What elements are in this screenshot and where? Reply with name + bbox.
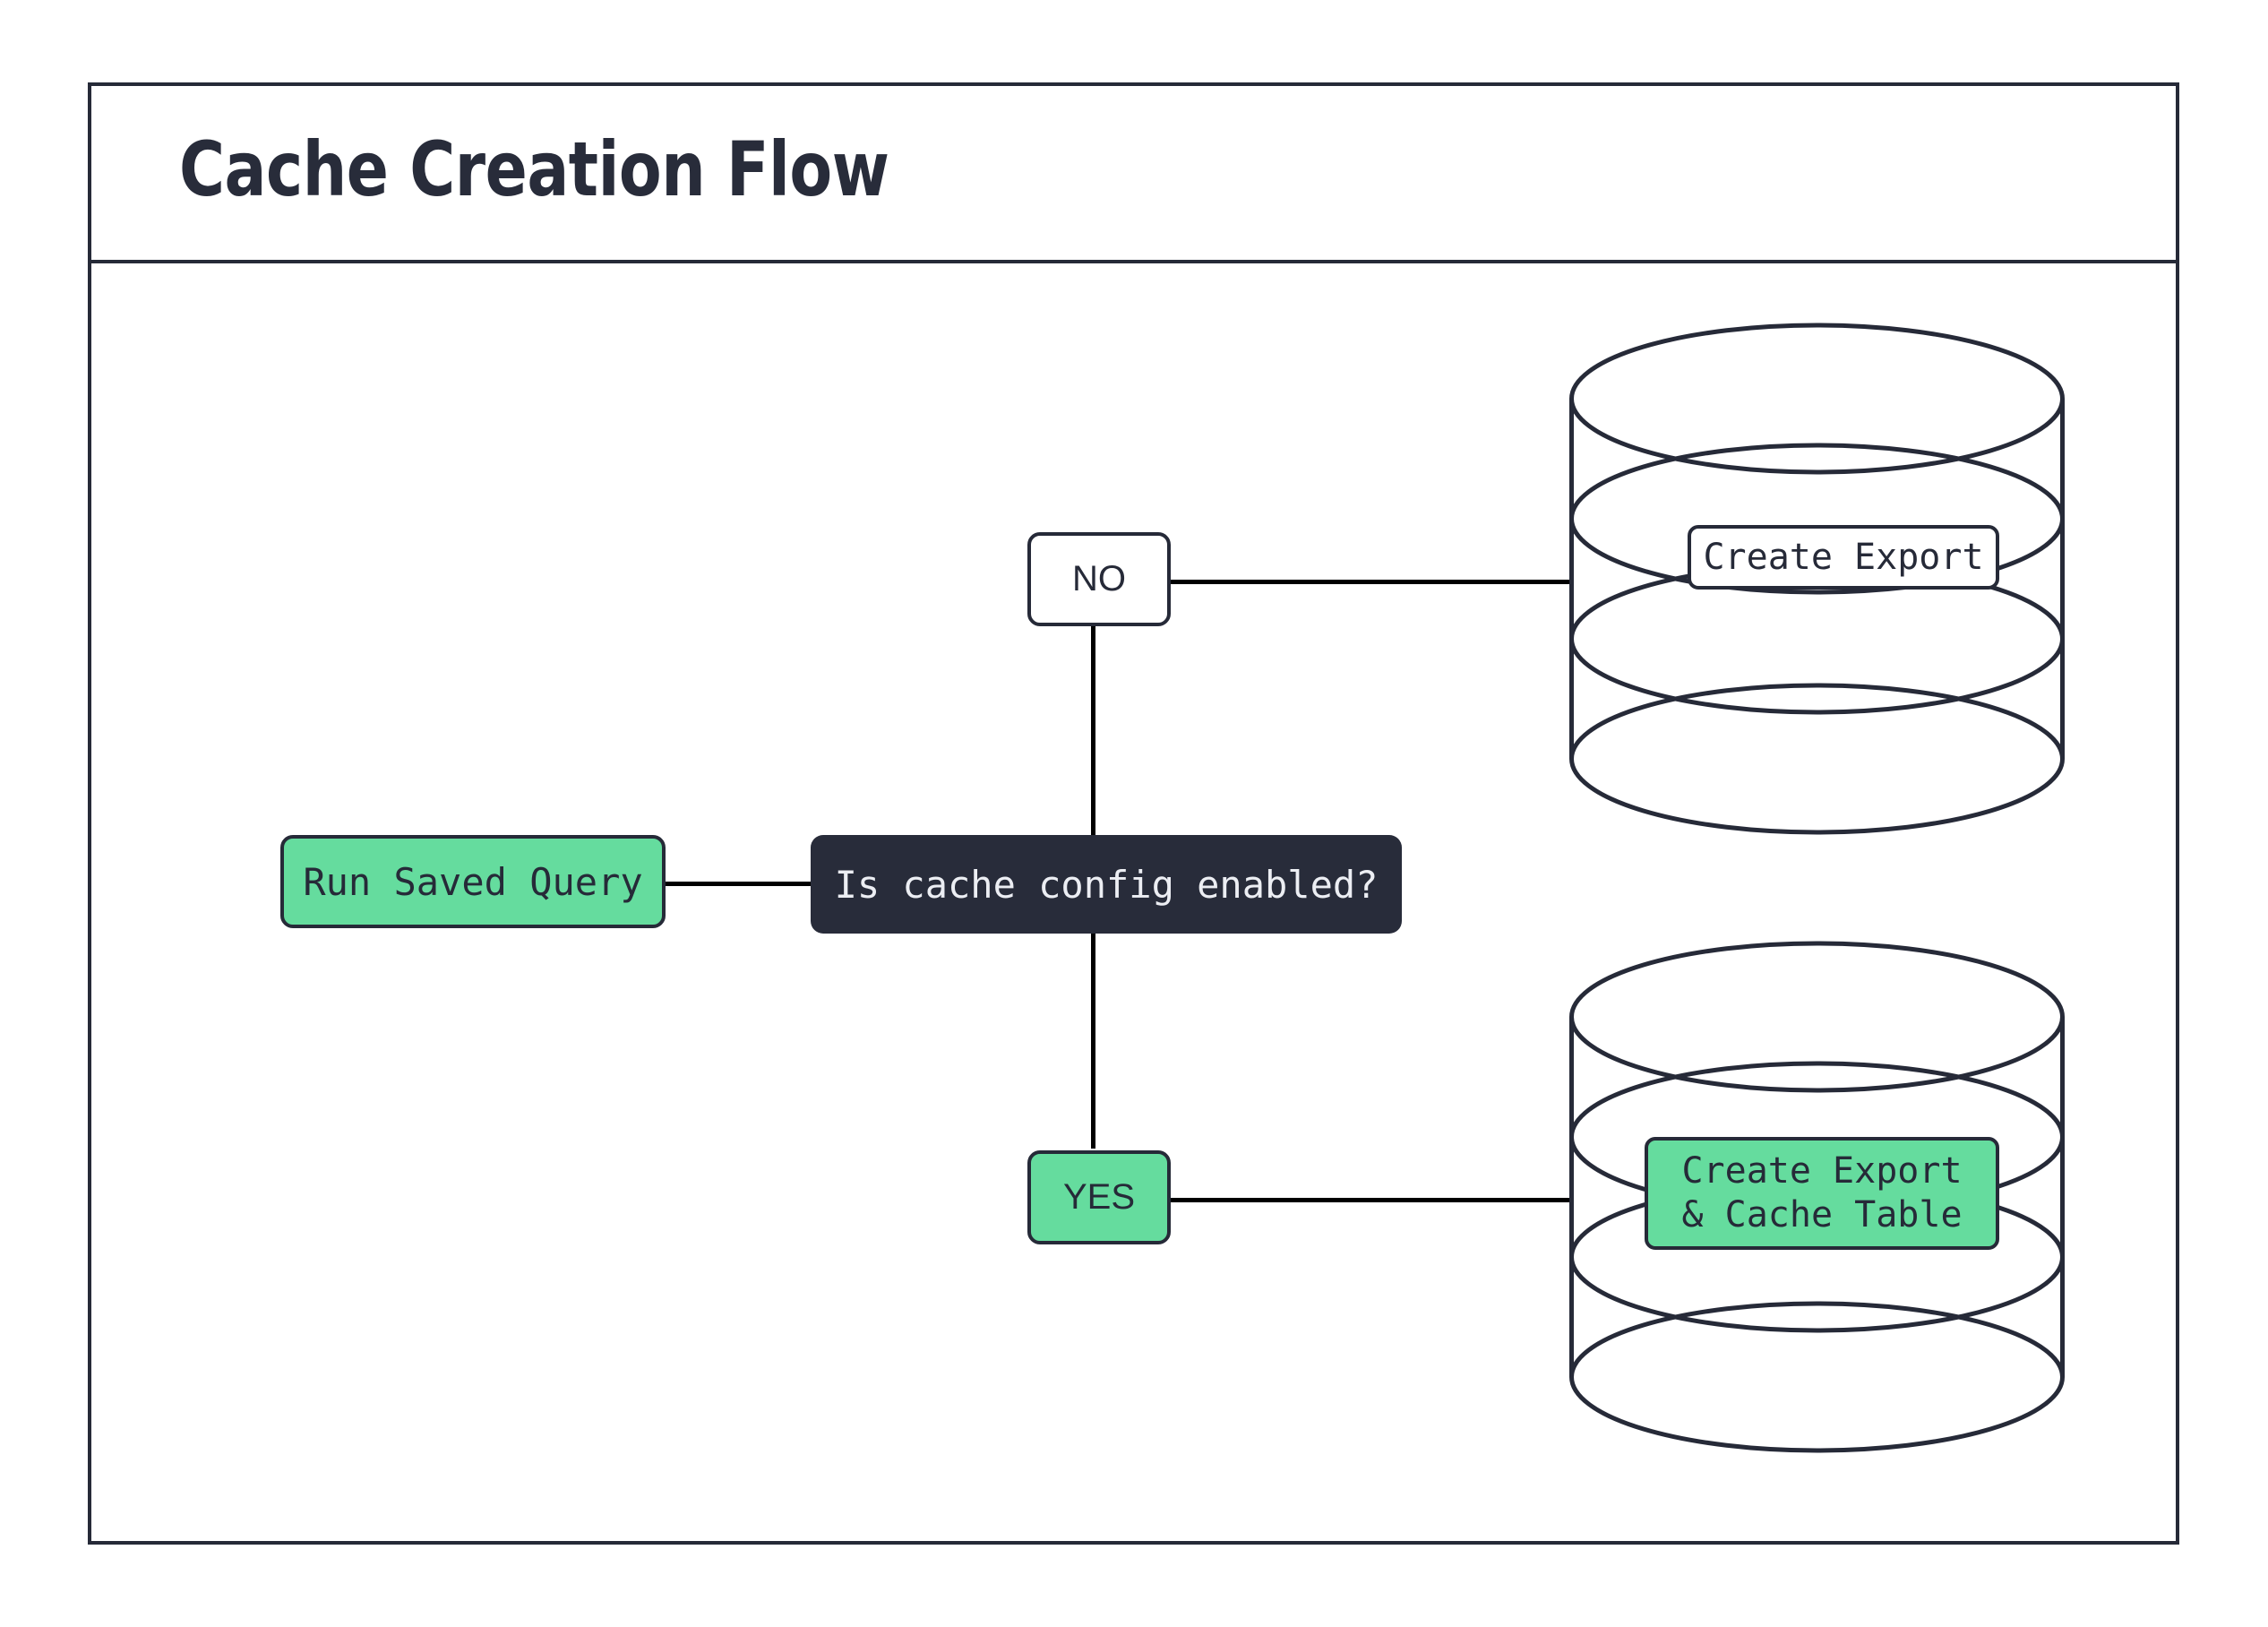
database-export-cache-caption-line-1: Create Export [1681,1150,1963,1192]
edge-no-to-database-export [1167,580,1572,584]
database-export-cache-caption: Create Export & Cache Table [1645,1137,1999,1250]
node-is-cache-config-enabled[interactable]: Is cache config enabled? [811,835,1402,934]
diagram-header: Cache Creation Flow [91,86,2176,263]
database-export-caption-line: Create Export [1703,536,1984,578]
page-title: Cache Creation Flow [179,125,889,213]
node-branch-no[interactable]: NO [1027,532,1171,626]
edge-yes-to-database-cache [1167,1198,1572,1202]
database-export-cache-caption-line-2: & Cache Table [1681,1194,1963,1235]
edge-decision-to-no [1091,626,1095,838]
node-database-export[interactable]: Create Export [1569,323,2065,835]
node-database-export-cache[interactable]: Create Export & Cache Table [1569,941,2065,1453]
edge-decision-to-yes [1091,932,1095,1149]
node-run-saved-query[interactable]: Run Saved Query [280,835,666,928]
node-branch-yes[interactable]: YES [1027,1150,1171,1244]
edge-run-query-to-decision [665,882,814,886]
database-export-caption: Create Export [1688,525,1999,590]
